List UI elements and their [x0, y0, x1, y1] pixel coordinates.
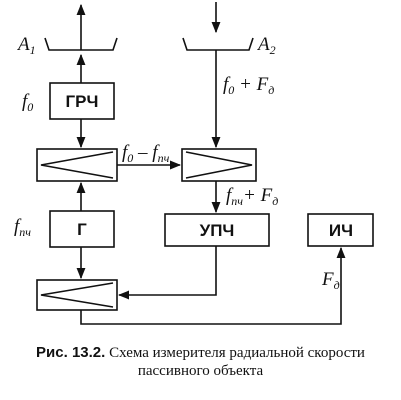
- antenna-a1-label: A1: [16, 34, 36, 57]
- caption-line-2: пассивного объекта: [137, 363, 264, 379]
- signal-f0-minus-fpch-label: f0 – fпч: [122, 142, 170, 165]
- caption-title-part-1: Схема измерителя радиальной скорости: [105, 345, 365, 361]
- mixer-2-triangle: [185, 151, 253, 179]
- upch-block: [164, 213, 270, 247]
- antenna-a2-dish: [182, 37, 254, 51]
- grch-block: [49, 82, 115, 120]
- signal-fpch-label: fпч: [14, 216, 31, 239]
- grch-label: ГРЧ: [66, 92, 99, 111]
- g-block: [49, 210, 115, 248]
- mixer-2-block: [181, 148, 257, 182]
- mixer-3-block: [36, 279, 118, 311]
- mixer3-to-ich-arrow: [80, 246, 346, 325]
- caption-figure-number: Рис. 13.2.: [36, 344, 106, 361]
- mixer-1-triangle: [40, 151, 114, 179]
- signal-fd-label: Fд: [321, 269, 340, 292]
- signal-f0-plus-fd-label: f0 + Fд: [223, 74, 274, 97]
- mixer-3-triangle: [40, 282, 114, 308]
- upch-label: УПЧ: [200, 221, 235, 240]
- figure-caption: Рис. 13.2. Схема измерителя радиальной с…: [0, 344, 401, 380]
- g-label: Г: [77, 220, 87, 239]
- ich-label: ИЧ: [329, 221, 353, 240]
- signal-fpch-plus-fd-label: fпч+ Fд: [226, 185, 278, 208]
- ich-block: [307, 213, 374, 247]
- antenna-a2-label: A2: [256, 34, 276, 57]
- upch-to-mixer3-arrow: [117, 246, 217, 300]
- signal-f0-label: f0: [22, 91, 33, 114]
- caption-line-1: Рис. 13.2. Схема измерителя радиальной с…: [0, 344, 401, 362]
